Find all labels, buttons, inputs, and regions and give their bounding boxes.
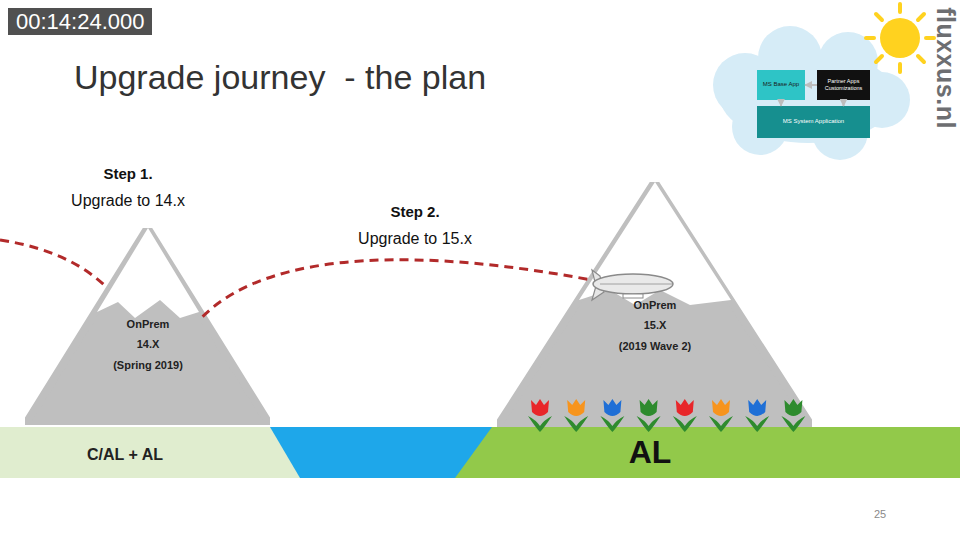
band-text: C/AL + AL — [87, 446, 163, 464]
blimp-seam — [600, 284, 672, 285]
mountain-node: OnPrem 14.X (Spring 2019) — [25, 228, 270, 425]
step-text: Upgrade to 14.x — [71, 192, 185, 210]
mountain-body — [25, 228, 270, 425]
mountain-node: OnPrem 15.X (2019 Wave 2) — [497, 182, 812, 427]
app-box: MS System Application — [757, 106, 870, 138]
tulip-leaves — [528, 416, 552, 432]
tulip-leaves — [745, 416, 769, 432]
connector — [203, 260, 592, 317]
slide-title: Upgrade journey - the plan — [74, 58, 486, 97]
ground-band: AL — [455, 427, 960, 478]
tulip-leaves — [709, 416, 733, 432]
snow-cap — [579, 182, 731, 305]
mountain-body — [497, 182, 812, 427]
sun-ray — [918, 14, 924, 20]
node-text: (Spring 2019) — [113, 359, 183, 372]
tulip-head — [531, 399, 549, 416]
page-number: 25 — [874, 508, 886, 521]
tulip-leaves — [637, 416, 661, 432]
sun-ray — [898, 4, 902, 12]
node-text: OnPrem — [127, 318, 170, 331]
tulip-leaves — [673, 416, 697, 432]
app-box: Partner Apps Customizations — [817, 70, 870, 100]
sun-ray — [918, 56, 924, 62]
timestamp: 00:14:24.000 — [8, 8, 152, 35]
node-text: OnPrem — [634, 299, 677, 312]
tulip-leaves — [564, 416, 588, 432]
sun-disc — [880, 18, 920, 58]
box-text: MS System Application — [783, 118, 844, 125]
tulip-head — [640, 399, 658, 416]
blimp-gondola — [623, 294, 643, 298]
sun-ray — [876, 14, 882, 20]
tulip-head — [567, 399, 585, 416]
step-text: Upgrade to 15.x — [358, 230, 472, 248]
tulip-head — [712, 399, 730, 416]
cloud — [713, 26, 910, 160]
node-text: (2019 Wave 2) — [619, 340, 691, 353]
snow-cap — [97, 228, 199, 318]
entry-arrow — [0, 240, 118, 300]
box-text: Partner Apps Customizations — [818, 78, 869, 91]
node-text: 14.X — [137, 338, 160, 351]
sun-ray — [876, 56, 882, 62]
tulip-head — [676, 399, 694, 416]
tulip-head — [784, 399, 802, 416]
sun-ray — [866, 36, 874, 40]
tulip-leaves — [600, 416, 624, 432]
tulip-head — [603, 399, 621, 416]
logo-text: fluxxus.nl — [932, 7, 960, 129]
connector — [780, 100, 782, 106]
blimp-body — [593, 274, 673, 294]
ground-band: C/AL + AL — [0, 427, 300, 478]
step-heading: Step 2. — [390, 203, 439, 220]
connector — [805, 84, 817, 86]
band-text: AL — [629, 434, 672, 471]
water — [270, 427, 492, 478]
box-text: MS Base App — [763, 81, 799, 88]
connector — [843, 100, 845, 106]
sun — [866, 4, 934, 72]
node-text: 15.X — [644, 319, 667, 332]
sun-ray — [898, 64, 902, 72]
blimp — [592, 270, 673, 300]
tulips — [528, 399, 805, 432]
tulip-head — [748, 399, 766, 416]
app-box: MS Base App — [757, 70, 805, 100]
tulip-leaves — [781, 416, 805, 432]
step-heading: Step 1. — [103, 165, 152, 182]
